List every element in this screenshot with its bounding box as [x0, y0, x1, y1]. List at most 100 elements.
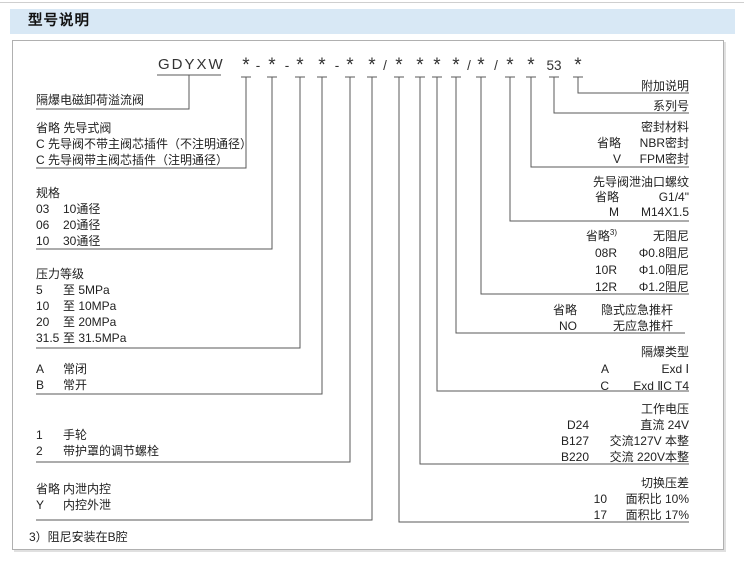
desc-cell: 无应急推杆 — [612, 319, 673, 333]
connector-lines — [36, 74, 689, 523]
code-cell: 10 — [593, 492, 607, 506]
block-working-voltage: 工作电压 D24 直流 24V B127 交流127V 本整 B220 交流 2… — [553, 401, 689, 465]
code-row: 1 手轮 — [36, 427, 159, 443]
code-cell: 31.5 — [36, 331, 60, 345]
block-pilot-type: 省略 先导式阀 C 先导阀不带主阀芯插件（不注明通径） C 先导阀带主阀芯插件（… — [36, 120, 252, 168]
code-row: 20 至 20MPa — [36, 314, 126, 330]
desc-cell: 至 31.5MPa — [63, 331, 127, 345]
code-row: 10 30通径 — [36, 233, 100, 249]
code-row: C Exd ⅡC T4 — [573, 378, 689, 395]
code-cell: 12R — [594, 280, 617, 294]
desc-cell: Φ1.2阻尼 — [638, 280, 689, 294]
code-symbol: * — [296, 55, 304, 76]
code-symbol: * — [452, 55, 460, 76]
code-cell: 5 — [36, 283, 43, 297]
desc-cell: 内泄内控 — [63, 482, 112, 496]
block-emergency-push-rod: 省略 隐式应急推杆 NO 无应急推杆 — [541, 302, 673, 334]
desc-cell: 交流 220V本整 — [609, 450, 689, 464]
code-row: 10R Φ1.0阻尼 — [581, 262, 689, 279]
code-symbol: / — [383, 58, 387, 73]
desc-cell: 至 10MPa — [63, 299, 117, 313]
code-symbol: * — [268, 55, 276, 76]
block-title: 密封材料 — [640, 120, 689, 134]
code-cell: 10 — [36, 299, 50, 313]
code-cell: 省略3) — [581, 228, 617, 245]
block-valve-name: 隔爆电磁卸荷溢流阀 — [36, 92, 144, 108]
desc-cell: M14X1.5 — [640, 205, 689, 219]
code-symbol: * — [242, 55, 250, 76]
desc-cell: Φ1.0阻尼 — [638, 263, 689, 277]
code-symbol: / — [494, 58, 498, 73]
code-symbol: * — [574, 55, 582, 76]
block-title: 工作电压 — [640, 402, 689, 416]
valve-name-label: 隔爆电磁卸荷溢流阀 — [36, 93, 145, 107]
desc-cell: FPM密封 — [639, 152, 689, 166]
code-symbol: - — [255, 58, 261, 73]
code-row: 03 10通径 — [36, 201, 100, 217]
code-symbol: * — [318, 55, 326, 76]
desc-cell: 至 5MPa — [63, 283, 110, 297]
code-cell: B220 — [560, 450, 589, 464]
code-symbol: * — [477, 55, 485, 76]
code-cell: 20 — [36, 315, 50, 329]
section-header: 型号说明 — [10, 9, 735, 34]
code-row: A 常闭 — [36, 361, 87, 377]
code-symbol: * — [346, 55, 354, 76]
code-cell: NO — [559, 319, 577, 333]
code-cell: Y — [36, 498, 45, 512]
code-cell: B127 — [560, 434, 589, 448]
code-cell: 2 — [36, 444, 43, 458]
desc-cell: 面积比 10% — [625, 492, 689, 506]
code-row: 2 带护罩的调节螺栓 — [36, 443, 159, 459]
desc-cell: 至 20MPa — [63, 315, 117, 329]
code-cell: 10R — [594, 263, 617, 277]
code-cell: 08R — [594, 246, 617, 260]
code-cell: 省略 — [552, 303, 577, 317]
code-symbol: * — [395, 55, 403, 76]
desc-cell: 带护罩的调节螺栓 — [63, 444, 160, 458]
desc-cell: 20通径 — [63, 218, 101, 232]
code-cell: 省略 — [596, 136, 621, 150]
desc-cell: 手轮 — [63, 428, 88, 442]
code-cell: 1 — [36, 428, 43, 442]
code-row: 31.5 至 31.5MPa — [36, 330, 126, 346]
code-text: 省略 — [585, 229, 610, 243]
code-cell: A — [600, 362, 609, 376]
code-cell: B — [36, 378, 45, 392]
code-cell: 03 — [36, 202, 50, 216]
block-explosion-proof-type: 隔爆类型 A Exd Ⅰ C Exd ⅡC T4 — [573, 344, 689, 395]
code-cell: 17 — [593, 508, 607, 522]
series-number-label: 系列号 — [652, 99, 689, 113]
code-row: D24 直流 24V — [553, 417, 689, 433]
block-size: 规格 03 10通径 06 20通径 10 30通径 — [36, 185, 100, 249]
desc-cell: Exd ⅡC T4 — [633, 379, 689, 393]
code-cell: 省略 — [36, 482, 61, 496]
desc-cell: NBR密封 — [639, 136, 689, 150]
block-title: 压力等级 — [36, 267, 85, 281]
code-symbol: - — [284, 58, 290, 73]
desc-cell: 30通径 — [63, 234, 101, 248]
code-row: V FPM密封 — [585, 151, 689, 167]
code-row: 省略 NBR密封 — [585, 135, 689, 151]
desc-cell: 无阻尼 — [652, 229, 689, 243]
code-cell: M — [609, 205, 619, 219]
model-code-diagram: GDYXW * - * - * * - * * / * * * * / * / … — [12, 40, 724, 550]
code-row: NO 无应急推杆 — [541, 318, 673, 334]
footnote: 3）阻尼安装在B腔 — [29, 530, 128, 544]
code-row: 17 面积比 17% — [571, 507, 689, 523]
code-row: M M14X1.5 — [583, 205, 689, 220]
code-symbol: * — [433, 55, 441, 76]
page-top-rule — [0, 2, 744, 3]
code-symbol: * — [506, 55, 514, 76]
desc-cell: 内控外泄 — [63, 498, 112, 512]
model-code-prefix: GDYXW — [158, 56, 225, 73]
code-row: 省略 先导式阀 — [36, 121, 112, 135]
code-cell: C — [600, 379, 609, 393]
additional-note-label: 附加说明 — [640, 79, 689, 93]
code-row: Y 内控外泄 — [36, 497, 111, 513]
desc-cell: 常开 — [63, 378, 88, 392]
desc-cell: 直流 24V — [640, 418, 689, 432]
block-drain-port-thread: 先导阀泄油口螺纹 省略 G1/4" M M14X1.5 — [583, 175, 689, 220]
code-row: 08R Φ0.8阻尼 — [581, 245, 689, 262]
